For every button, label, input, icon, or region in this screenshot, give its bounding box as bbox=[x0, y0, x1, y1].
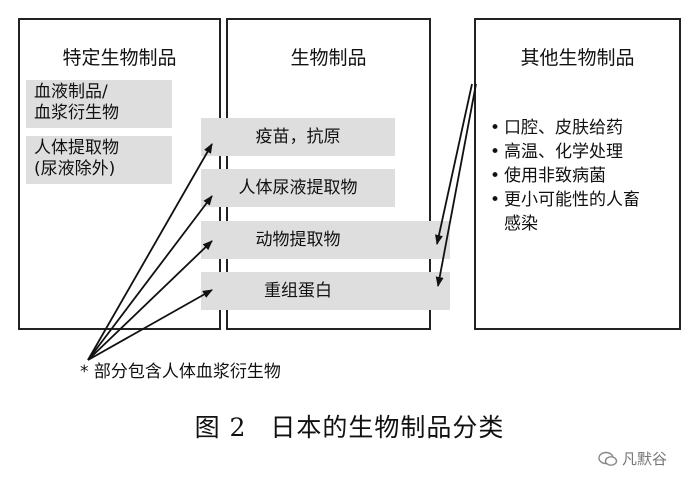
box-recombinant-proteins: 重组蛋白 bbox=[201, 272, 450, 310]
bullet-item: 使用非致病菌 bbox=[490, 164, 640, 188]
column-title-other: 其他生物制品 bbox=[520, 47, 635, 69]
box-blood-products-line2: 血浆衍生物 bbox=[34, 103, 119, 123]
watermark: 凡默谷 bbox=[598, 448, 667, 469]
box-blood-products-line1: 血液制品/ bbox=[34, 82, 108, 102]
arrow-to-urine-extracts bbox=[87, 195, 213, 361]
watermark-text: 凡默谷 bbox=[622, 450, 668, 468]
figure-caption: 图 2 日本的生物制品分类 bbox=[0, 412, 699, 444]
wechat-icon bbox=[598, 451, 618, 466]
figure-title: 日本的生物制品分类 bbox=[270, 413, 505, 442]
bullet-item: 高温、化学处理 bbox=[490, 140, 640, 164]
box-human-extracts: 人体提取物 (尿液除外) bbox=[26, 136, 172, 184]
arrow-other-to-animal bbox=[435, 83, 473, 245]
box-vaccines-antigens-label: 疫苗，抗原 bbox=[255, 126, 341, 147]
arrow-to-vaccines bbox=[87, 143, 213, 361]
box-animal-extracts-label: 动物提取物 bbox=[255, 229, 341, 250]
arrow-other-to-recombinant bbox=[435, 83, 477, 287]
figure-label: 图 2 bbox=[194, 413, 247, 442]
arrow-to-recombinant bbox=[87, 289, 213, 361]
box-human-urine-extracts: 人体尿液提取物 bbox=[201, 169, 395, 207]
box-blood-products: 血液制品/ 血浆衍生物 bbox=[26, 80, 172, 128]
column-title-biologics: 生物制品 bbox=[290, 47, 367, 69]
bullet-item: 更小可能性的人畜 bbox=[490, 188, 640, 212]
box-recombinant-proteins-label: 重组蛋白 bbox=[264, 280, 332, 301]
box-vaccines-antigens: 疫苗，抗原 bbox=[201, 118, 395, 156]
other-biologics-list: 口腔、皮肤给药 高温、化学处理 使用非致病菌 更小可能性的人畜 感染 bbox=[490, 116, 640, 236]
bullet-item: 口腔、皮肤给药 bbox=[490, 116, 640, 140]
box-human-urine-extracts-label: 人体尿液提取物 bbox=[238, 177, 358, 198]
footnote: * 部分包含人体血浆衍生物 bbox=[80, 362, 281, 382]
column-title-special: 特定生物制品 bbox=[62, 47, 177, 69]
bullet-item-continuation: 感染 bbox=[504, 214, 538, 234]
box-human-extracts-line1: 人体提取物 bbox=[34, 138, 119, 158]
arrow-to-animal-extracts bbox=[87, 240, 213, 361]
box-human-extracts-line2: (尿液除外) bbox=[34, 159, 116, 179]
box-animal-extracts: 动物提取物 bbox=[201, 221, 450, 259]
